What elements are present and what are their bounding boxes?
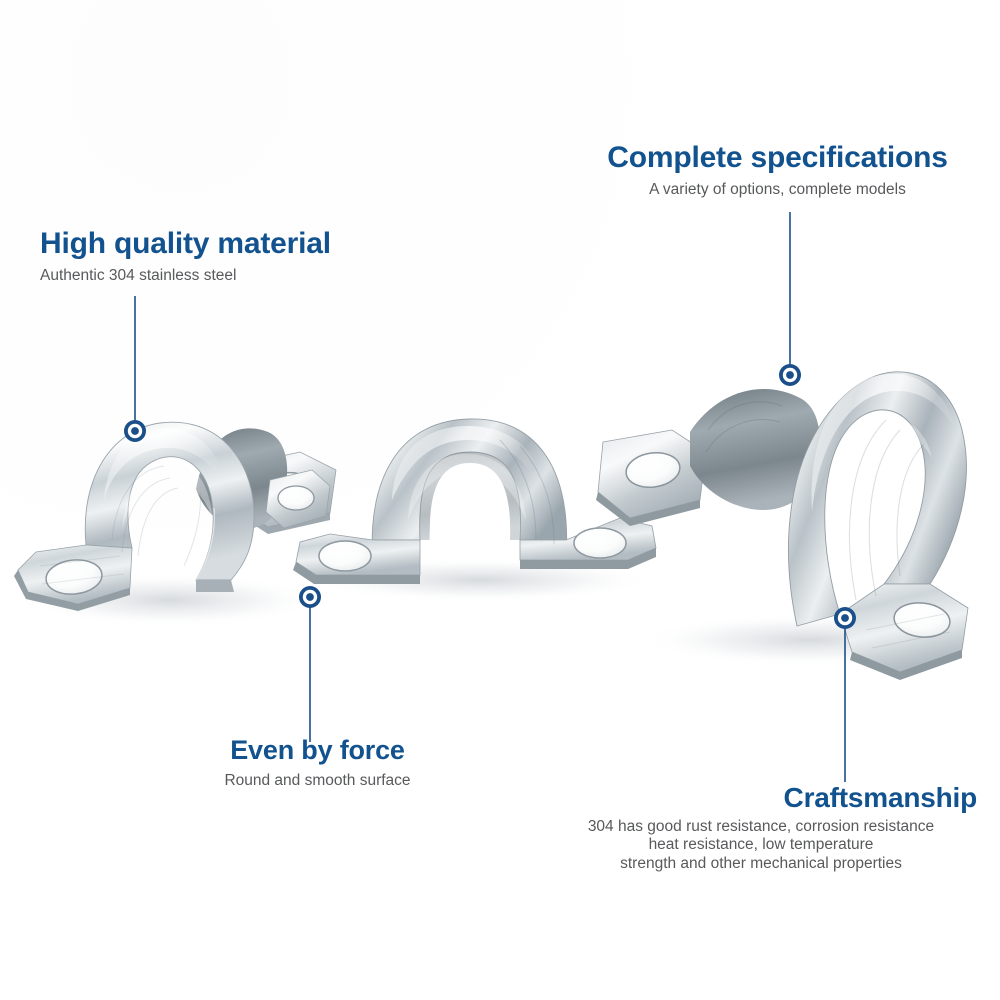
callout-subtitle-force: Round and smooth surface <box>224 772 411 790</box>
callout-complete-specifications: Complete specifications A variety of opt… <box>605 142 950 200</box>
callout-even-by-force: Even by force Round and smooth surface <box>175 736 460 791</box>
callout-subtitle-specifications: A variety of options, complete models <box>649 181 906 199</box>
callout-title-force: Even by force <box>230 735 405 765</box>
callout-subtitle-craftsmanship-line1: 304 has good rust resistance, corrosion … <box>587 818 935 836</box>
callout-title-specifications: Complete specifications <box>607 141 948 174</box>
callout-subtitle-material: Authentic 304 stainless steel <box>40 267 237 285</box>
callout-subtitle-craftsmanship: 304 has good rust resistance, corrosion … <box>545 818 977 873</box>
callout-high-quality-material: High quality material Authentic 304 stai… <box>40 228 331 286</box>
callout-title-craftsmanship: Craftsmanship <box>783 782 978 813</box>
product-saddle-clamp-front-center <box>265 418 691 602</box>
callout-subtitle-craftsmanship-line2: heat resistance, low temperature <box>648 836 874 854</box>
product-saddle-clamp-angled-right <box>596 371 980 680</box>
callout-craftsmanship: Craftsmanship 304 has good rust resistan… <box>545 783 977 873</box>
callout-subtitle-craftsmanship-line3: strength and other mechanical properties <box>620 854 902 872</box>
callout-title-material: High quality material <box>40 227 331 260</box>
